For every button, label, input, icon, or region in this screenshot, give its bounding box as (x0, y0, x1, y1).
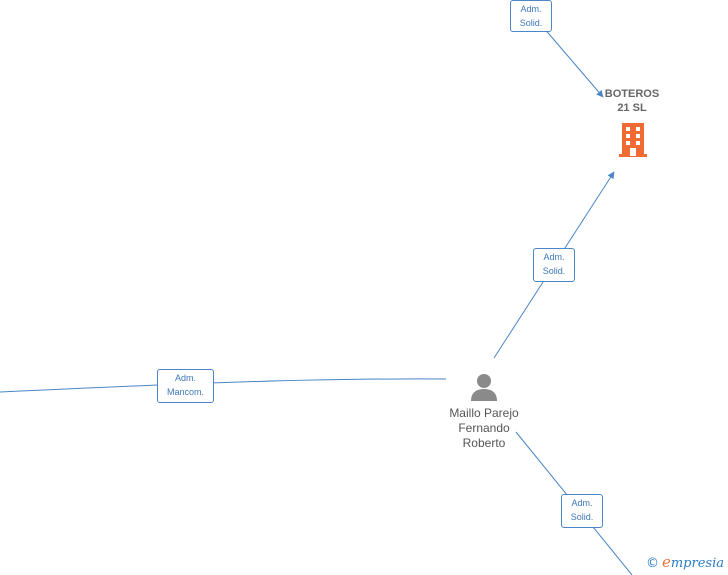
edge-label-middle-line2: Solid. (542, 266, 566, 276)
edge-label-top[interactable]: Adm. Solid. (510, 0, 552, 32)
edge-label-middle[interactable]: Adm. Solid. (533, 248, 575, 282)
copyright-symbol: © (645, 556, 659, 571)
person-name-line1: Maillo Parejo (449, 406, 519, 420)
company-name-line2: 21 SL (617, 102, 647, 114)
edge-label-middle-line1: Adm. (543, 252, 565, 262)
person-name-line3: Roberto (462, 436, 506, 450)
company-name-line1: BOTEROS (604, 88, 660, 100)
person-node-label[interactable]: Maillo Parejo Fernando Roberto (432, 406, 536, 451)
edge-label-bottom-line2: Solid. (570, 512, 594, 522)
brand-rest: mpresia (670, 556, 724, 571)
person-name-line2: Fernando (458, 421, 510, 435)
edge-label-left-line1: Adm. (174, 373, 196, 383)
edge-label-left[interactable]: Adm. Mancom. (157, 369, 214, 403)
person-icon[interactable] (469, 372, 499, 402)
edge-label-bottom[interactable]: Adm. Solid. (561, 494, 603, 528)
building-icon[interactable] (617, 123, 649, 157)
edge-label-left-line2: Mancom. (166, 387, 204, 397)
edge-left-line (0, 378, 447, 393)
edge-label-top-line1: Adm. (520, 4, 542, 14)
brand-initial: e (661, 553, 671, 571)
company-node-label[interactable]: BOTEROS 21 SL (590, 87, 674, 115)
edge-label-bottom-line1: Adm. (571, 498, 593, 508)
edge-top-line (536, 19, 604, 98)
edge-label-top-line2: Solid. (519, 18, 543, 28)
empresia-watermark: ©empresia (646, 553, 724, 571)
